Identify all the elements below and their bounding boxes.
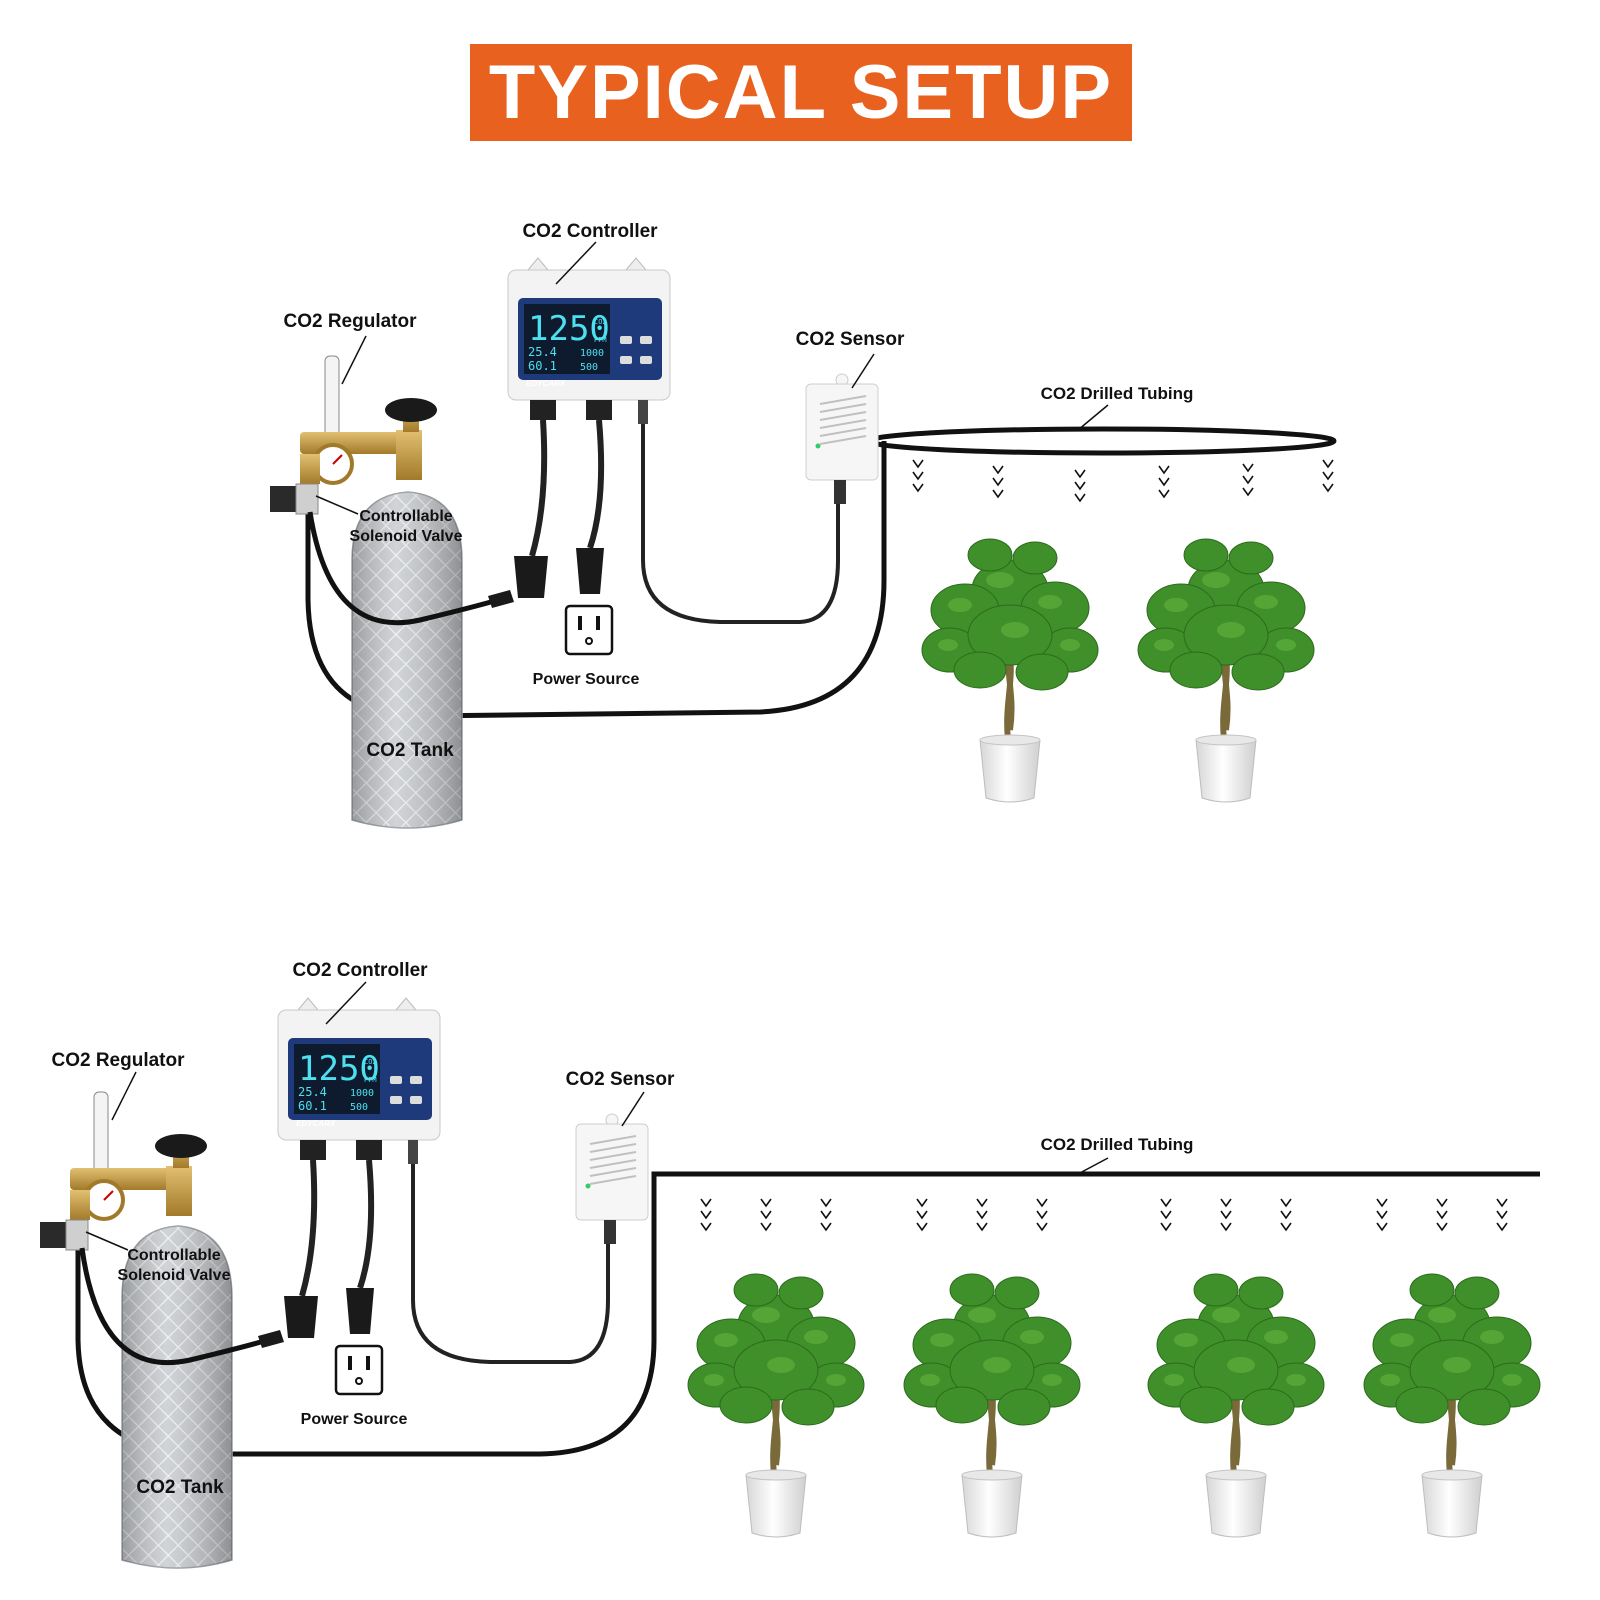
title-banner: TYPICAL SETUP <box>470 44 1132 141</box>
lcd-humidity: 60.1 <box>528 359 557 373</box>
regulator-label: CO2 Regulator <box>51 1050 185 1071</box>
title-text: TYPICAL SETUP <box>488 50 1114 135</box>
tank-label: CO2 Tank <box>136 1477 224 1498</box>
valve-label-line2: Solenoid Valve <box>118 1267 231 1284</box>
plant-icon <box>904 1274 1080 1537</box>
power-outlet-icon <box>334 1344 384 1396</box>
setup-1: CO2 Tank 1250 CO2 PPM <box>270 221 1337 829</box>
controller-icon: 1250 CO2 PPM 25.4 60.1 1000 500 EDYCARX <box>277 997 610 1364</box>
valve-label-line1: Controllable <box>359 508 452 525</box>
sensor-label: CO2 Sensor <box>566 1069 675 1090</box>
power-label: Power Source <box>533 671 640 688</box>
lcd-humidity: 60.1 <box>298 1099 327 1113</box>
co2-flow-arrow-icon <box>700 1198 1508 1231</box>
leader-lines <box>315 241 1109 515</box>
plant-icon <box>1148 1274 1324 1537</box>
sensor-icon <box>575 1113 649 1244</box>
brand-logo: EDYCARX <box>526 379 566 388</box>
valve-label-line2: Solenoid Valve <box>350 528 463 545</box>
tank-label: CO2 Tank <box>366 740 454 761</box>
controller-label: CO2 Controller <box>522 221 658 242</box>
sensor-label: CO2 Sensor <box>796 329 905 350</box>
tubing-label: CO2 Drilled Tubing <box>1041 1135 1194 1154</box>
solenoid-valve-icon <box>270 483 514 626</box>
brand-logo: EDYCARX <box>296 1119 336 1128</box>
lcd-temp: 25.4 <box>298 1085 327 1099</box>
lcd-co2: CO2 <box>364 1058 377 1066</box>
regulator-icon <box>300 355 437 485</box>
regulator-label: CO2 Regulator <box>283 311 417 332</box>
lcd-setpoint-2: 500 <box>580 362 598 373</box>
plant-icon <box>688 1274 864 1537</box>
power-label: Power Source <box>301 1411 408 1428</box>
valve-label-line1: Controllable <box>127 1247 220 1264</box>
plant-icon <box>922 539 1098 802</box>
lcd-setpoint-2: 500 <box>350 1102 368 1113</box>
lcd-setpoint-1: 1000 <box>350 1088 374 1099</box>
lcd-unit: PPM <box>594 336 607 344</box>
regulator-icon <box>70 1091 207 1221</box>
lcd-unit: PPM <box>364 1076 377 1084</box>
lcd-setpoint-1: 1000 <box>580 348 604 359</box>
setup-2: CO2 Tank 1250 CO2 PPM <box>40 960 1540 1569</box>
co2-flow-arrow-icon <box>912 459 1334 502</box>
solenoid-valve-icon <box>40 1219 284 1366</box>
lcd-main-reading: 1250 <box>528 309 610 349</box>
sensor-icon <box>805 373 879 504</box>
controller-label: CO2 Controller <box>292 960 428 981</box>
lcd-main-reading: 1250 <box>298 1049 380 1089</box>
co2-tank-icon: CO2 Tank <box>121 1225 233 1569</box>
plant-icon <box>1138 539 1314 802</box>
plant-icon <box>1364 1274 1540 1537</box>
leader-lines <box>85 981 1109 1251</box>
lcd-co2: CO2 <box>594 318 607 326</box>
lcd-temp: 25.4 <box>528 345 557 359</box>
drilled-tubing <box>75 1171 1540 1457</box>
co2-tank-icon: CO2 Tank <box>351 491 463 829</box>
tubing-label: CO2 Drilled Tubing <box>1041 384 1194 403</box>
controller-icon: 1250 CO2 PPM 25.4 60.1 1000 500 EDYCARX <box>507 257 840 624</box>
power-outlet-icon <box>564 604 614 656</box>
